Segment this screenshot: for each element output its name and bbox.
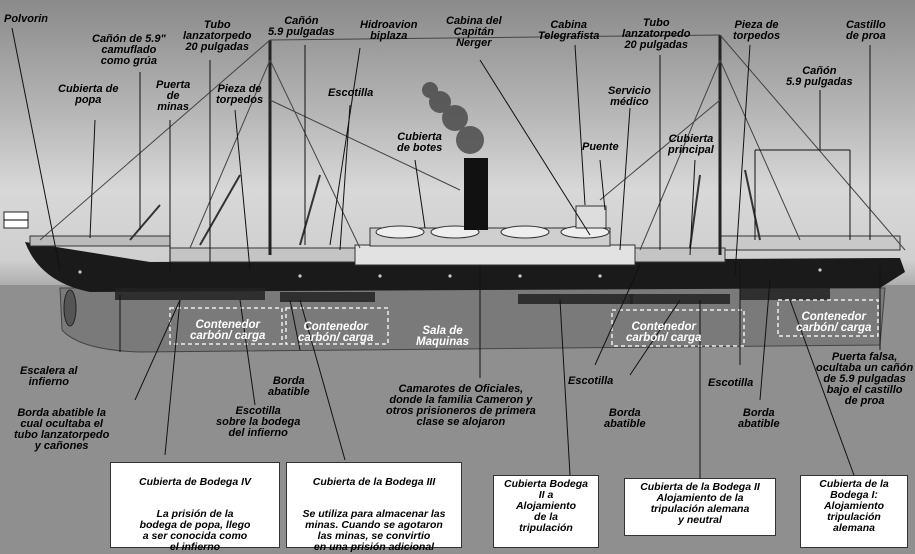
label-escotilla-1: Escotilla: [568, 375, 614, 387]
poop-deck: [29, 235, 171, 247]
forecastle: [719, 235, 901, 251]
label-escotilla-top: Escotilla: [328, 87, 374, 99]
funnel: [464, 158, 488, 230]
bridge: [575, 205, 607, 229]
label-cubierta-principal: Cubierta principal: [668, 133, 714, 156]
hull: [25, 242, 905, 292]
propeller: [63, 289, 77, 327]
box-bodega-iii-title: Cubierta de la Bodega III: [312, 476, 436, 488]
box-bodega-iv-body: La prisión de la bodega de popa, llego a…: [139, 508, 251, 553]
box-bodega-iv: Cubierta de Bodega IV La prisión de la b…: [110, 462, 280, 553]
label-borda-abatible-3: Borda abatible: [738, 407, 780, 430]
main-deck-aft: [169, 247, 356, 263]
label-hidroavion: Hidroavion biplaza: [360, 19, 418, 42]
label-cubierta-botes: Cubierta de botes: [397, 131, 443, 154]
label-contenedor-4: Contenedor carbón/ carga: [796, 311, 872, 334]
boat-deck: [369, 227, 611, 247]
label-puerta-minas: Puerta de minas: [156, 79, 191, 113]
smoke: [422, 82, 484, 154]
lifeboats: [375, 225, 610, 239]
box-bodega-i: Cubierta de la Bodega I: Alojamiento tri…: [800, 475, 908, 548]
label-borda-abatible-2: Borda abatible: [604, 407, 646, 430]
masts: [268, 35, 722, 255]
label-cubierta-popa: Cubierta de popa: [58, 83, 119, 106]
label-canon-proa: Cañón 5.9 pulgadas: [786, 65, 853, 88]
label-escalera-infierno: Escalera al infierno: [20, 365, 78, 388]
box-bodega-ii-a: Cubierta Bodega II a Alojamiento de la t…: [493, 475, 599, 548]
label-tubo-lanzatorpedo-popa: Tubo lanzatorpedo 20 pulgadas: [183, 19, 252, 53]
label-contenedor-3: Contenedor carbón/ carga: [626, 321, 702, 344]
label-canon-camuflado: Cañón de 5.9" camuflado como grúa: [92, 33, 166, 67]
label-borda-tubo-lanzatorpedo: Borda abatible la cual ocultaba el tubo …: [14, 407, 110, 452]
derricks: [129, 169, 761, 249]
portholes: [78, 268, 822, 278]
leader-lines: [11, 27, 881, 479]
label-contenedor-1: Contenedor carbón/ carga: [190, 319, 266, 342]
box-bodega-iv-title: Cubierta de Bodega IV: [138, 476, 252, 488]
box-bodega-iii: Cubierta de la Bodega III Se utiliza par…: [286, 462, 462, 553]
label-camarotes-oficiales: Camarotes de Oficiales, donde la familia…: [386, 383, 536, 428]
label-servicio-medico: Servicio médico: [608, 85, 651, 108]
label-escotilla-bodega-infierno: Escotilla sobre la bodega del infierno: [216, 405, 301, 439]
label-polvorin: Polvorin: [4, 13, 49, 25]
label-cabina-capitan: Cabina del Capitán Nerger: [446, 15, 502, 49]
label-escotilla-2: Escotilla: [708, 377, 754, 389]
label-castillo-proa: Castillo de proa: [846, 19, 886, 42]
label-cabina-telegrafista: Cabina Telegrafista: [538, 19, 600, 42]
main-deck-fore: [634, 247, 726, 263]
label-tubo-lanzatorpedo-proa: Tubo lanzatorpedo 20 pulgadas: [622, 17, 691, 51]
label-canon-popa: Cañón 5.9 pulgadas: [268, 15, 335, 38]
label-pieza-torpedos-proa: Pieza de torpedos: [733, 19, 781, 42]
box-bodega-iii-body: Se utiliza para almacenar las minas. Cua…: [302, 508, 446, 553]
box-bodega-ii-b: Cubierta de la Bodega II Alojamiento de …: [624, 478, 776, 536]
label-puerta-falsa: Puerta falsa, ocultaba un cañón de 5.9 p…: [816, 351, 914, 407]
crew-silhouettes: [115, 288, 830, 304]
superstructure: [354, 244, 636, 266]
label-sala-maquinas: Sala de Maquinas: [416, 325, 470, 348]
label-contenedor-2: Contenedor carbón/ carga: [298, 321, 374, 344]
label-puente: Puente: [582, 141, 619, 153]
label-pieza-torpedos-popa: Pieza de torpedos: [216, 83, 264, 106]
label-borda-abatible-1: Borda abatible: [268, 375, 310, 398]
